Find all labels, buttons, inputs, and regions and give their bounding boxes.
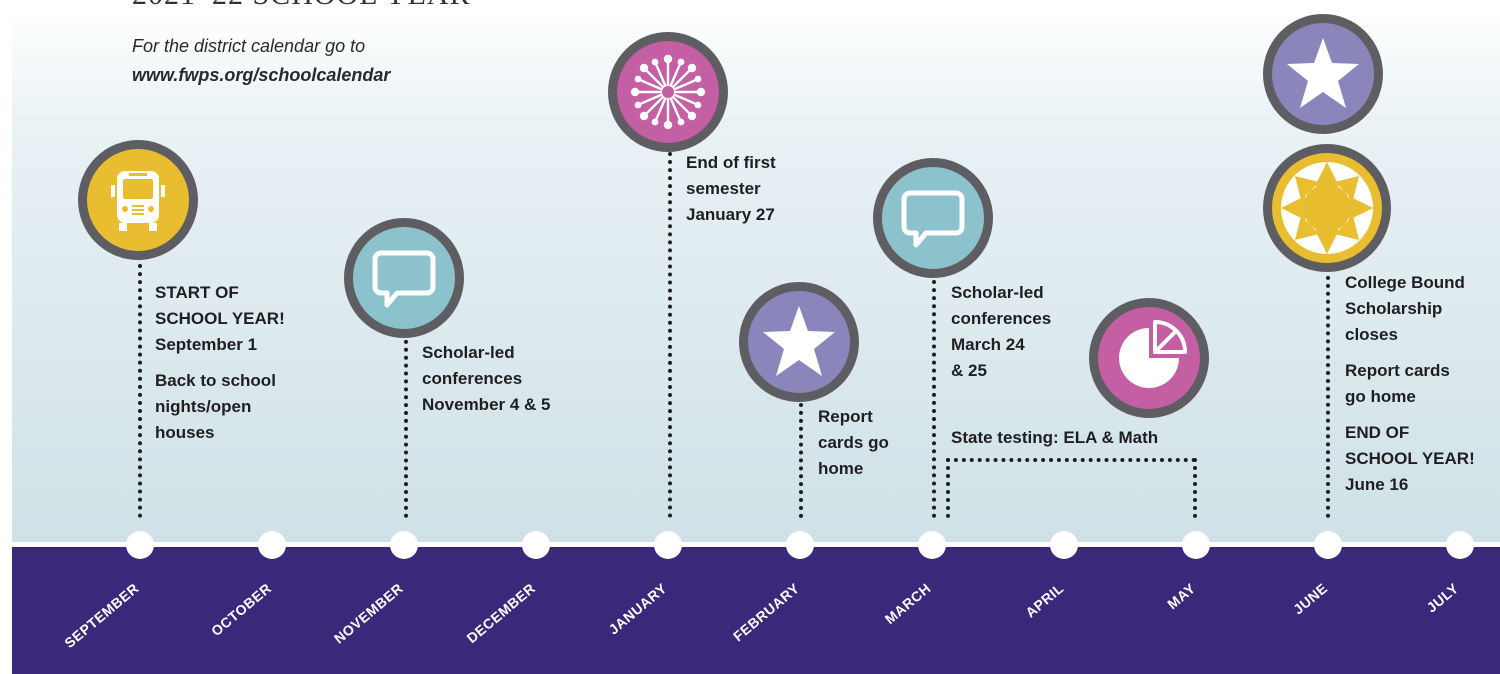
month-marker-september [126,531,154,559]
november-event: Scholar-led conferences November 4 & 5 [422,340,551,418]
event-line: End of first [686,153,776,172]
event-line: Report [818,407,873,426]
month-marker-february [786,531,814,559]
september-event: START OF SCHOOL YEAR! September 1 Back t… [155,280,285,446]
february-connector [799,403,803,518]
event-line: home [818,459,864,478]
event-line: Scholar-led [422,343,515,362]
month-marker-january [654,531,682,559]
event-line: houses [155,423,215,442]
month-marker-july [1446,531,1474,559]
calendar-link[interactable]: www.fwps.org/schoolcalendar [132,65,391,85]
march-connector [932,272,936,518]
month-marker-october [258,531,286,559]
event-line: closes [1345,325,1398,344]
school-bus-icon [78,140,198,260]
june-event: College Bound Scholarship closes Report … [1345,270,1475,498]
month-band [12,545,1500,674]
state-testing-event: State testing: ELA & Math [951,428,1159,447]
september-connector [138,256,142,518]
month-marker-june [1314,531,1342,559]
event-line: Back to school [155,371,276,390]
star-icon [739,282,859,402]
event-line: semester [686,179,761,198]
event-line: go home [1345,387,1416,406]
sun-icon [1263,144,1391,272]
month-marker-may [1182,531,1210,559]
pie-chart-icon [1089,298,1209,418]
month-marker-december [522,531,550,559]
speech-bubble-icon [873,158,993,278]
event-line: START OF [155,283,239,302]
march-event: Scholar-led conferences March 24 & 25 [951,280,1051,384]
event-line: June 16 [1345,475,1409,494]
event-line: SCHOOL YEAR! [1345,449,1475,468]
event-line: conferences [422,369,523,388]
state-testing-left-connector [946,458,950,518]
month-marker-november [390,531,418,559]
state-testing-span [946,458,1196,462]
event-line: Scholar-led [951,283,1044,302]
event-line: END OF [1345,423,1410,442]
event-line: January 27 [686,205,775,224]
november-connector [404,332,408,518]
event-line: College Bound [1345,273,1465,292]
event-line: November 4 & 5 [422,395,551,414]
event-line: SCHOOL YEAR! [155,309,285,328]
timeline-axis [12,542,1500,547]
event-line: & 25 [951,361,987,380]
event-line: Scholarship [1345,299,1443,318]
event-line: conferences [951,309,1052,328]
event-line: March 24 [951,335,1025,354]
month-marker-march [918,531,946,559]
snowflake-icon [608,32,728,152]
state-testing-right-connector [1193,458,1197,518]
speech-bubble-icon [344,218,464,338]
event-line: September 1 [155,335,258,354]
january-event: End of first semester January 27 [686,150,776,228]
event-line: nights/open [155,397,252,416]
page-margin [0,0,12,674]
june-connector [1326,268,1330,518]
february-event: Report cards go home [818,404,889,482]
calendar-note: For the district calendar go to [132,36,366,56]
january-connector [668,152,672,518]
event-line: cards go [818,433,889,452]
star-icon [1263,14,1383,134]
page-title: 2021–22 SCHOOL YEAR [132,0,470,12]
event-line: Report cards [1345,361,1450,380]
month-marker-april [1050,531,1078,559]
